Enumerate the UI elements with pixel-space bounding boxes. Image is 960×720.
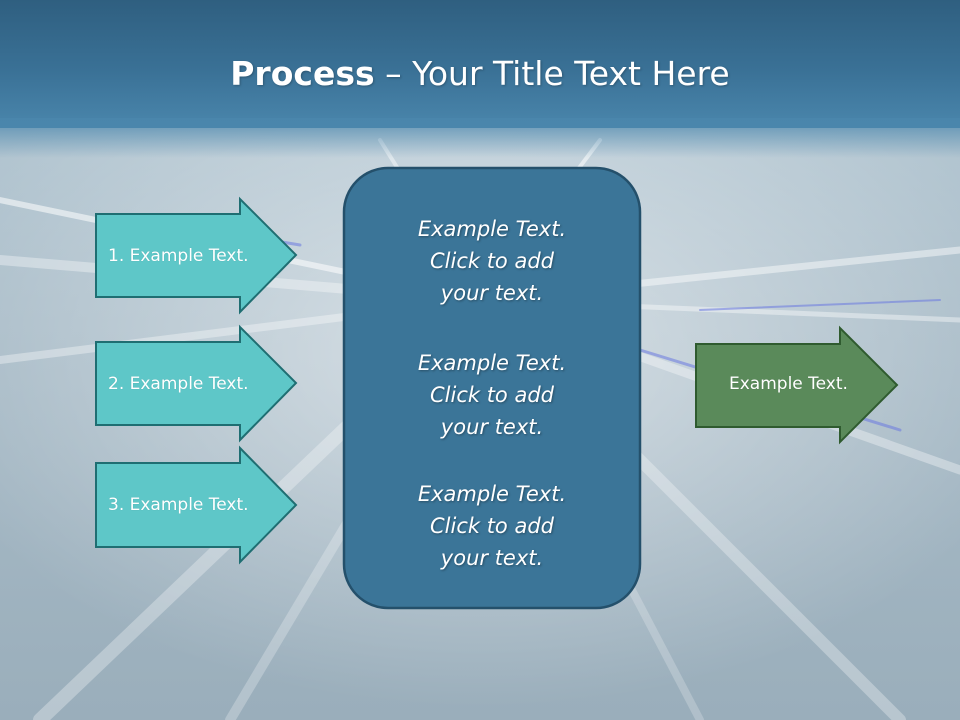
input-arrow-3[interactable] [95,445,298,565]
input-arrow-3-label: 3. Example Text. [108,495,249,515]
center-block-2-line-3: your text. [440,415,544,439]
center-text-block-3: Example Text. Click to add your text. [344,478,640,574]
center-text-block-1: Example Text. Click to add your text. [344,213,640,309]
title-rest: – Your Title Text Here [374,54,730,93]
output-arrow-label: Example Text. [729,374,848,394]
center-block-1-line-1: Example Text. [417,217,567,241]
slide-title: Process – Your Title Text Here [0,52,960,96]
center-text-block-2: Example Text. Click to add your text. [344,347,640,443]
center-block-3-line-3: your text. [440,546,544,570]
input-arrow-2-label: 2. Example Text. [108,374,249,394]
center-block-2-line-2: Click to add [429,383,554,407]
title-bar-fade [0,118,960,158]
center-block-1-line-3: your text. [440,281,544,305]
title-bar [0,0,960,128]
input-arrow-1[interactable] [95,196,298,315]
center-block-2-line-1: Example Text. [417,351,567,375]
title-bold: Process [230,54,375,93]
input-arrow-1-label: 1. Example Text. [108,246,249,266]
center-block-3-line-2: Click to add [429,514,554,538]
input-arrow-2[interactable] [95,324,298,443]
center-block-3-line-1: Example Text. [417,482,567,506]
center-block-1-line-2: Click to add [429,249,554,273]
center-process-box[interactable] [342,166,642,610]
output-arrow[interactable] [695,325,899,445]
